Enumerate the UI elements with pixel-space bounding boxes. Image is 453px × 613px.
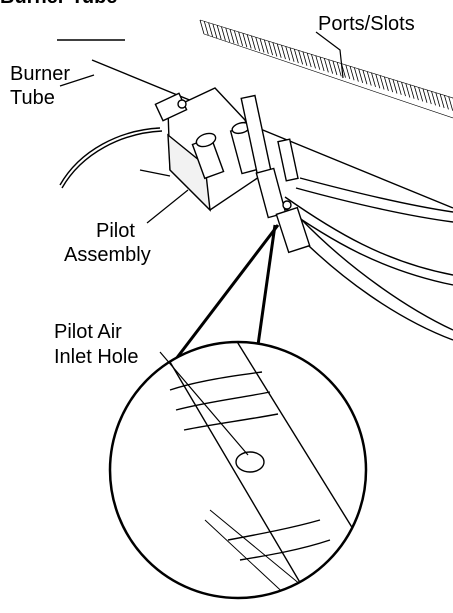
port-slot-mark — [401, 82, 406, 97]
pilot-assembly-label-line2: Assembly — [64, 244, 151, 266]
port-slot-mark — [448, 96, 453, 111]
port-slot-mark — [414, 85, 419, 101]
port-slot-mark — [212, 23, 218, 39]
ports-slots-band — [199, 19, 453, 119]
port-slot-mark — [379, 75, 385, 90]
magnifier-circle — [108, 340, 368, 600]
port-slot-mark — [431, 91, 436, 106]
port-slot-mark — [366, 71, 372, 86]
port-slot-mark — [272, 42, 278, 57]
port-slot-mark — [392, 79, 398, 94]
port-slot-mark — [349, 66, 355, 81]
port-slot-mark — [435, 92, 441, 107]
port-slot-mark — [298, 50, 304, 65]
port-slot-mark — [246, 34, 252, 49]
burner-tube — [57, 39, 453, 209]
port-slot-mark — [238, 31, 243, 47]
port-slot-mark — [268, 41, 273, 56]
port-slot-mark — [388, 78, 394, 93]
port-slot-mark — [276, 43, 282, 58]
port-slot-mark — [229, 29, 235, 44]
port-slot-mark — [358, 68, 364, 84]
port-slot-mark — [439, 93, 445, 109]
port-slot-mark — [405, 83, 411, 98]
pilot-air-leader — [159, 351, 249, 456]
pilot-air-label-line1: Pilot Air — [54, 321, 122, 343]
port-slot-mark — [293, 48, 299, 64]
port-slot-mark — [396, 80, 402, 95]
port-slot-mark — [409, 84, 415, 99]
pilot-assembly-label-line1: Pilot — [96, 220, 135, 242]
port-slot-mark — [384, 76, 389, 91]
port-slot-mark — [362, 70, 368, 85]
ports-slots-leader — [315, 31, 344, 79]
port-slot-mark — [221, 26, 226, 41]
port-slot-mark — [426, 89, 432, 105]
burner-tube-label-line1: Burner — [10, 63, 70, 85]
port-slot-mark — [418, 87, 424, 102]
port-slot-mark — [203, 21, 209, 36]
burner-tube-edge — [91, 59, 453, 209]
port-slot-mark — [311, 54, 316, 69]
magnified-view — [108, 340, 368, 600]
port-slot-mark — [199, 19, 205, 35]
magnify-lines — [158, 224, 280, 381]
port-slot-mark — [233, 30, 239, 45]
top-clipped-label: Burner Tube — [0, 0, 117, 8]
port-slot-mark — [371, 72, 376, 87]
port-slot-mark — [289, 47, 295, 62]
pilot-assembly — [139, 87, 311, 254]
port-slot-mark — [422, 88, 428, 103]
port-slot-mark — [375, 74, 381, 89]
pilot-air-label-line2: Inlet Hole — [54, 346, 139, 368]
burner-tube-label-line2: Tube — [10, 87, 55, 109]
ports-slots-label: Ports/Slots — [318, 13, 415, 35]
port-slot-mark — [319, 56, 325, 72]
port-slot-mark — [242, 33, 248, 48]
port-slot-mark — [263, 39, 269, 54]
port-slot-mark — [259, 38, 265, 53]
port-slot-mark — [353, 67, 359, 82]
port-slot-mark — [328, 59, 334, 74]
port-slot-mark — [302, 51, 308, 66]
port-slot-mark — [444, 95, 449, 110]
port-slot-mark — [323, 58, 329, 73]
port-slot-mark — [225, 27, 231, 43]
port-slot-mark — [332, 60, 338, 76]
port-slot-mark — [281, 45, 286, 60]
port-slot-mark — [285, 46, 291, 61]
port-slot-mark — [216, 25, 222, 40]
burner-tube-leader — [59, 74, 95, 87]
port-slot-mark — [208, 22, 213, 37]
port-slot-mark — [315, 55, 321, 70]
port-slot-mark — [345, 64, 351, 80]
port-slot-mark — [336, 62, 342, 77]
port-slot-mark — [251, 35, 256, 50]
air-inlet-hole — [235, 451, 265, 473]
port-slot-mark — [255, 37, 261, 52]
port-slot-mark — [306, 52, 312, 68]
pilot-assembly-leader — [146, 189, 189, 224]
